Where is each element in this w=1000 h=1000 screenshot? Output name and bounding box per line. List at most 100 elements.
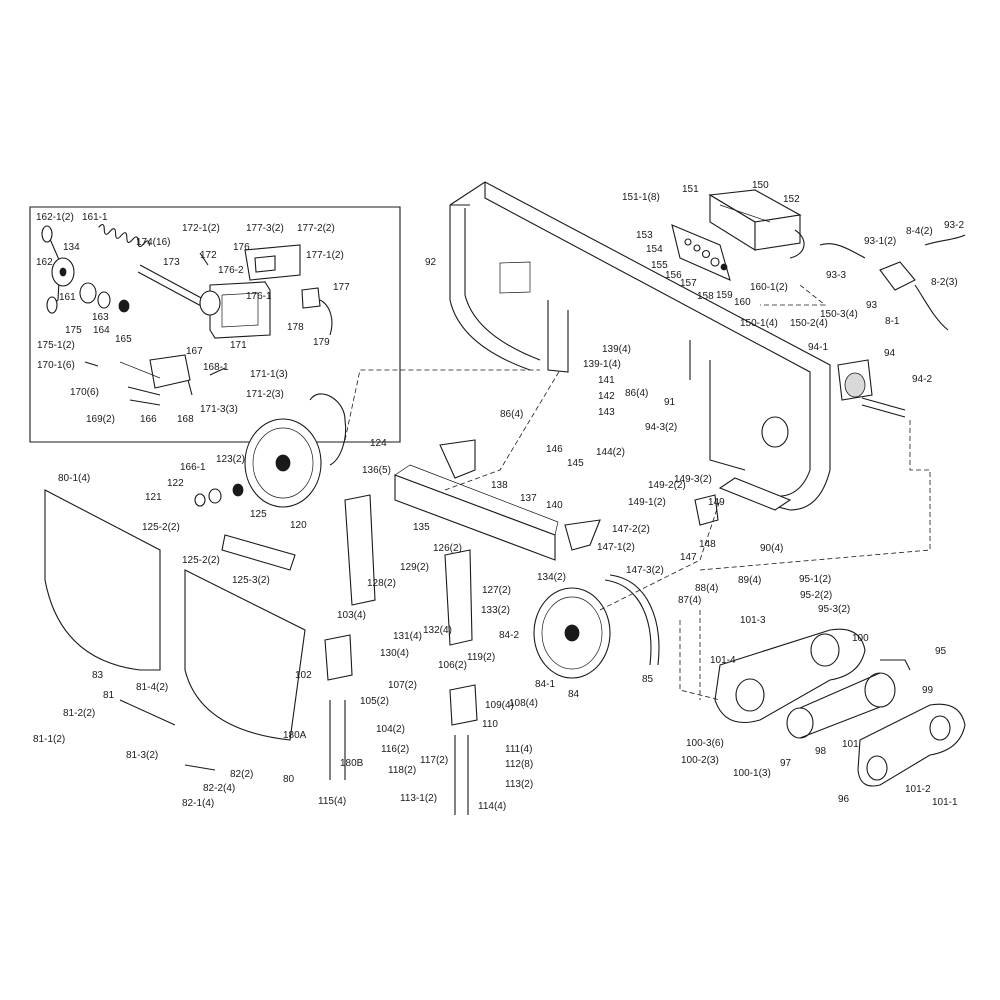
label: 101	[842, 739, 859, 750]
label: 93-3	[826, 270, 846, 281]
label: 125-2(2)	[142, 522, 180, 533]
label: 8-1	[885, 316, 900, 327]
label: 139(4)	[602, 344, 631, 355]
label: 100-3(6)	[686, 738, 724, 749]
label: 121	[145, 492, 162, 503]
label: 93-1(2)	[864, 236, 896, 247]
cable-8-1	[914, 284, 949, 331]
label: 154	[646, 244, 663, 255]
guide-arm-right	[444, 549, 473, 646]
label: 81	[103, 690, 115, 701]
label: 136(5)	[362, 465, 391, 476]
panel-box-front	[754, 214, 801, 251]
label: 120	[290, 520, 307, 531]
label: 166	[140, 414, 157, 425]
microswitch-178	[301, 287, 321, 309]
label: 84-1	[535, 679, 555, 690]
label: 134(2)	[537, 572, 566, 583]
leader-d	[679, 620, 721, 701]
label: 100-2(3)	[681, 755, 719, 766]
label: 97	[780, 758, 792, 769]
label: 125-2(2)	[182, 555, 220, 566]
label: 85	[642, 674, 654, 685]
label: 89(4)	[738, 575, 761, 586]
label: 102	[295, 670, 312, 681]
label: 118(2)	[388, 765, 416, 776]
label: 168	[177, 414, 194, 425]
label: 155	[651, 260, 668, 271]
label: 125	[250, 509, 267, 520]
label: 82(2)	[230, 769, 253, 780]
label: 149-2(2)	[648, 480, 686, 491]
label: 92	[425, 257, 437, 268]
label: 144(2)	[596, 447, 625, 458]
plate-96-hole-2	[866, 755, 888, 781]
label: 109(4)	[485, 700, 514, 711]
label: 160	[734, 297, 751, 308]
hub-center	[59, 267, 67, 277]
label: 113-1(2)	[400, 793, 437, 804]
label: 167	[186, 346, 203, 357]
door-80	[184, 569, 306, 741]
label: 171-2(3)	[246, 389, 284, 400]
label: 117(2)	[420, 755, 448, 766]
tension-bracket	[209, 281, 271, 339]
door-83	[44, 489, 161, 671]
cable-93-2	[924, 234, 966, 246]
label: 163	[92, 312, 109, 323]
cable-93-3	[819, 243, 866, 259]
label: 180B	[340, 758, 364, 769]
guide-bar-125	[221, 534, 296, 571]
label: 88(4)	[695, 583, 718, 594]
wheel-120-hub	[275, 454, 291, 472]
label: 93	[866, 300, 878, 311]
label: 86(4)	[625, 388, 648, 399]
label: 176-2	[218, 265, 244, 276]
wheels-group	[194, 393, 660, 679]
label: 147	[680, 552, 697, 563]
label: 101-2	[905, 784, 931, 795]
panel-slot	[719, 204, 771, 223]
blade-guard-group	[394, 439, 719, 561]
label: 158	[697, 291, 714, 302]
label: 127(2)	[482, 585, 511, 596]
label: 147-1(2)	[597, 542, 635, 553]
panel-cable-152	[789, 229, 805, 259]
label: 100-1(3)	[733, 768, 771, 779]
leader-e	[699, 420, 931, 571]
label: 123(2)	[216, 454, 245, 465]
knob-156	[701, 249, 711, 259]
label: 142	[598, 391, 615, 402]
label: 149-1(2)	[628, 497, 666, 508]
label: 108(4)	[509, 698, 538, 709]
wheel-84-rim	[541, 596, 603, 670]
wheel-84-hub	[564, 624, 580, 642]
leader-a	[344, 369, 540, 441]
shaft-94-2	[861, 397, 906, 418]
label: 106(2)	[438, 660, 467, 671]
frame-base-plate	[718, 477, 792, 511]
doors-group	[44, 489, 306, 771]
guide-block-103	[324, 634, 353, 681]
label: 159	[716, 290, 733, 301]
leader-g	[760, 284, 827, 306]
knob-154	[684, 238, 692, 246]
label: 161-1	[82, 212, 108, 223]
leader-lines-group	[344, 284, 931, 701]
washer-163	[79, 282, 97, 304]
label: 104(2)	[376, 724, 405, 735]
leader-c	[599, 499, 721, 611]
label: 94	[884, 348, 896, 359]
label: 179	[313, 337, 330, 348]
guide-arm-left	[344, 494, 376, 606]
bracket-149	[694, 494, 719, 526]
screws	[84, 252, 226, 396]
switch-body	[254, 255, 276, 273]
strip-169	[119, 361, 161, 379]
label: 131(4)	[393, 631, 422, 642]
label: 110	[482, 719, 498, 730]
label: 132(4)	[423, 625, 452, 636]
washer-121	[194, 493, 206, 507]
label: 90(4)	[760, 543, 783, 554]
blade-guides-group	[324, 634, 478, 815]
